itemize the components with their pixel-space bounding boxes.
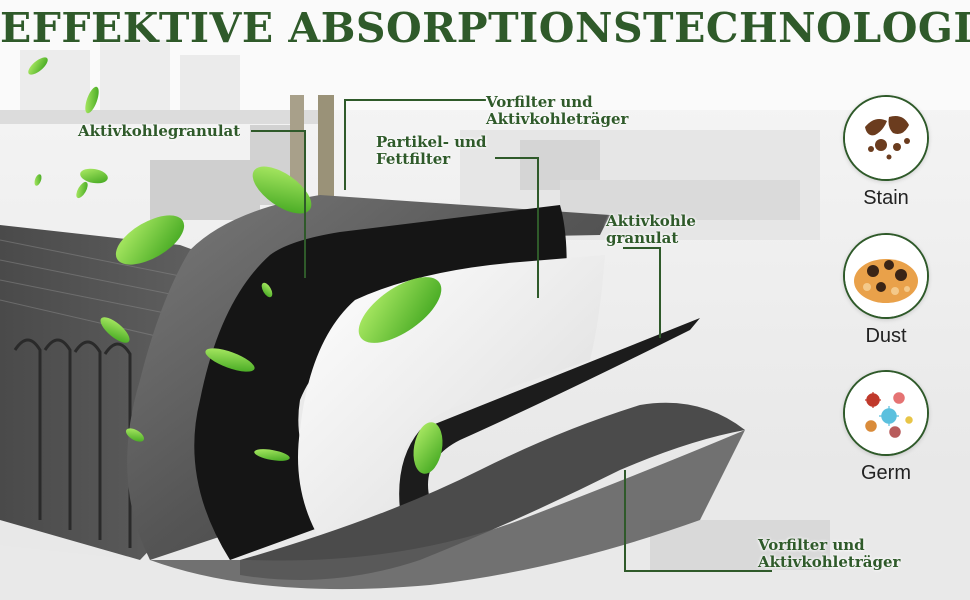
badge-stain: Stain [801, 95, 970, 210]
callout-prefilter-carrier-bottom: Vorfilter und Aktivkohleträger [758, 537, 900, 571]
callout-activated-carbon-granules-right: Aktivkohle granulat [606, 213, 696, 247]
badge-germ: Germ [801, 370, 970, 485]
callout-text: granulat [606, 229, 679, 247]
callout-text: Partikel- und [376, 133, 487, 151]
callout-particle-grease-filter: Partikel- und Fettfilter [376, 134, 487, 168]
callout-text: Aktivkohleträger [758, 553, 901, 571]
badge-label: Germ [861, 462, 911, 484]
callout-text: Vorfilter und [486, 93, 593, 111]
callout-activated-carbon-granules-left: Aktivkohlegranulat [78, 123, 240, 140]
callout-text: Aktivkohlegranulat [78, 122, 241, 140]
callout-text: Vorfilter und [758, 536, 865, 554]
germ-icon [843, 370, 929, 456]
dust-icon [843, 233, 929, 319]
stain-icon [843, 95, 929, 181]
callout-text: Aktivkohle [606, 212, 696, 230]
badge-label: Dust [865, 325, 907, 347]
badge-label: Stain [863, 187, 909, 209]
callout-text: Fettfilter [376, 150, 451, 168]
page-title: EFFEKTIVE ABSORPTIONSTECHNOLOGIE [0, 4, 970, 52]
callout-text: Aktivkohleträger [486, 110, 629, 128]
callout-prefilter-carrier-top: Vorfilter und Aktivkohleträger [486, 94, 628, 128]
badge-dust: Dust [801, 233, 970, 348]
